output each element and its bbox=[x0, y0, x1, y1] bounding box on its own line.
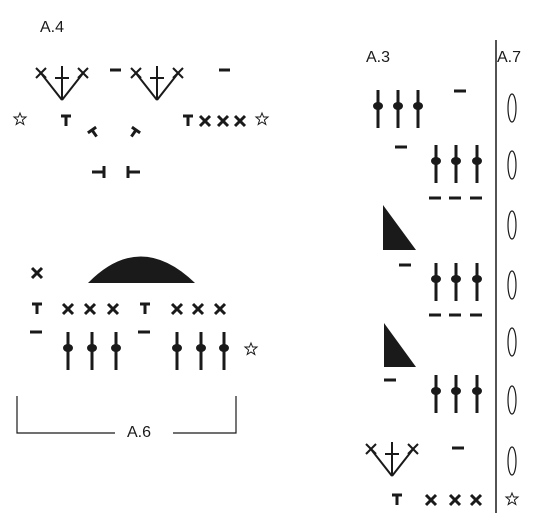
hdc-t bbox=[59, 114, 73, 128]
star-marker bbox=[255, 112, 269, 125]
star-marker bbox=[13, 112, 27, 125]
dc-symbol bbox=[449, 143, 463, 185]
slant-t bbox=[130, 125, 141, 138]
sc-x bbox=[448, 493, 462, 507]
dc-symbol bbox=[170, 330, 184, 372]
hdc-t bbox=[181, 114, 195, 128]
chain-loop-oval bbox=[507, 150, 517, 180]
sc-x bbox=[216, 114, 230, 128]
chart-a7 bbox=[495, 40, 517, 513]
sc-x bbox=[83, 302, 97, 316]
sc-x bbox=[106, 302, 120, 316]
bracket bbox=[173, 396, 237, 434]
dc-symbol bbox=[470, 261, 484, 303]
sc-x bbox=[170, 302, 184, 316]
dc-symbol bbox=[391, 88, 405, 130]
fan-symbol-a3 bbox=[365, 441, 419, 477]
bracket bbox=[16, 396, 115, 434]
dc-symbol bbox=[470, 143, 484, 185]
dc-symbol bbox=[109, 330, 123, 372]
slant-t bbox=[87, 125, 98, 138]
sc-x bbox=[424, 493, 438, 507]
chart-a3 bbox=[365, 88, 519, 507]
hdc-t bbox=[390, 493, 404, 507]
dc-symbol bbox=[217, 330, 231, 372]
star-marker bbox=[505, 492, 519, 505]
label-a7: A.7 bbox=[497, 49, 522, 66]
picot-arc bbox=[88, 256, 195, 283]
sc-x bbox=[61, 302, 75, 316]
sideways-t bbox=[92, 166, 106, 178]
chain-loop-oval bbox=[507, 385, 517, 415]
sc-x bbox=[233, 114, 247, 128]
dc-symbol bbox=[449, 261, 463, 303]
fan-symbol-a4-2 bbox=[130, 65, 184, 101]
dc-symbol bbox=[194, 330, 208, 372]
chain-loop-oval bbox=[507, 270, 517, 300]
dc-symbol bbox=[429, 261, 443, 303]
dc-symbol bbox=[449, 373, 463, 415]
sc-x bbox=[469, 493, 483, 507]
fan-symbol-a4-1 bbox=[35, 65, 89, 101]
chain-loop-oval bbox=[507, 93, 517, 123]
sc-x bbox=[191, 302, 205, 316]
star-marker bbox=[244, 342, 258, 355]
chain-loop-oval bbox=[507, 327, 517, 357]
chain-loop-oval bbox=[507, 210, 517, 240]
chain-loop-oval bbox=[507, 446, 517, 476]
dc-symbol bbox=[429, 143, 443, 185]
dc-symbol bbox=[411, 88, 425, 130]
label-a3: A.3 bbox=[366, 49, 391, 66]
sideways-t bbox=[126, 166, 140, 178]
dc-symbol bbox=[61, 330, 75, 372]
sc-x bbox=[213, 302, 227, 316]
dc-symbol bbox=[371, 88, 385, 130]
chart-a6 bbox=[16, 256, 258, 434]
triangle-marker bbox=[384, 323, 416, 367]
dc-symbol bbox=[85, 330, 99, 372]
label-a4: A.4 bbox=[40, 19, 65, 36]
dc-symbol bbox=[470, 373, 484, 415]
chart-a4 bbox=[13, 65, 269, 178]
hdc-t bbox=[30, 302, 44, 316]
dc-symbol bbox=[429, 373, 443, 415]
triangle-marker bbox=[383, 205, 416, 250]
sc-x bbox=[30, 266, 44, 280]
hdc-t bbox=[138, 302, 152, 316]
sc-x bbox=[198, 114, 212, 128]
label-a6: A.6 bbox=[127, 424, 152, 441]
